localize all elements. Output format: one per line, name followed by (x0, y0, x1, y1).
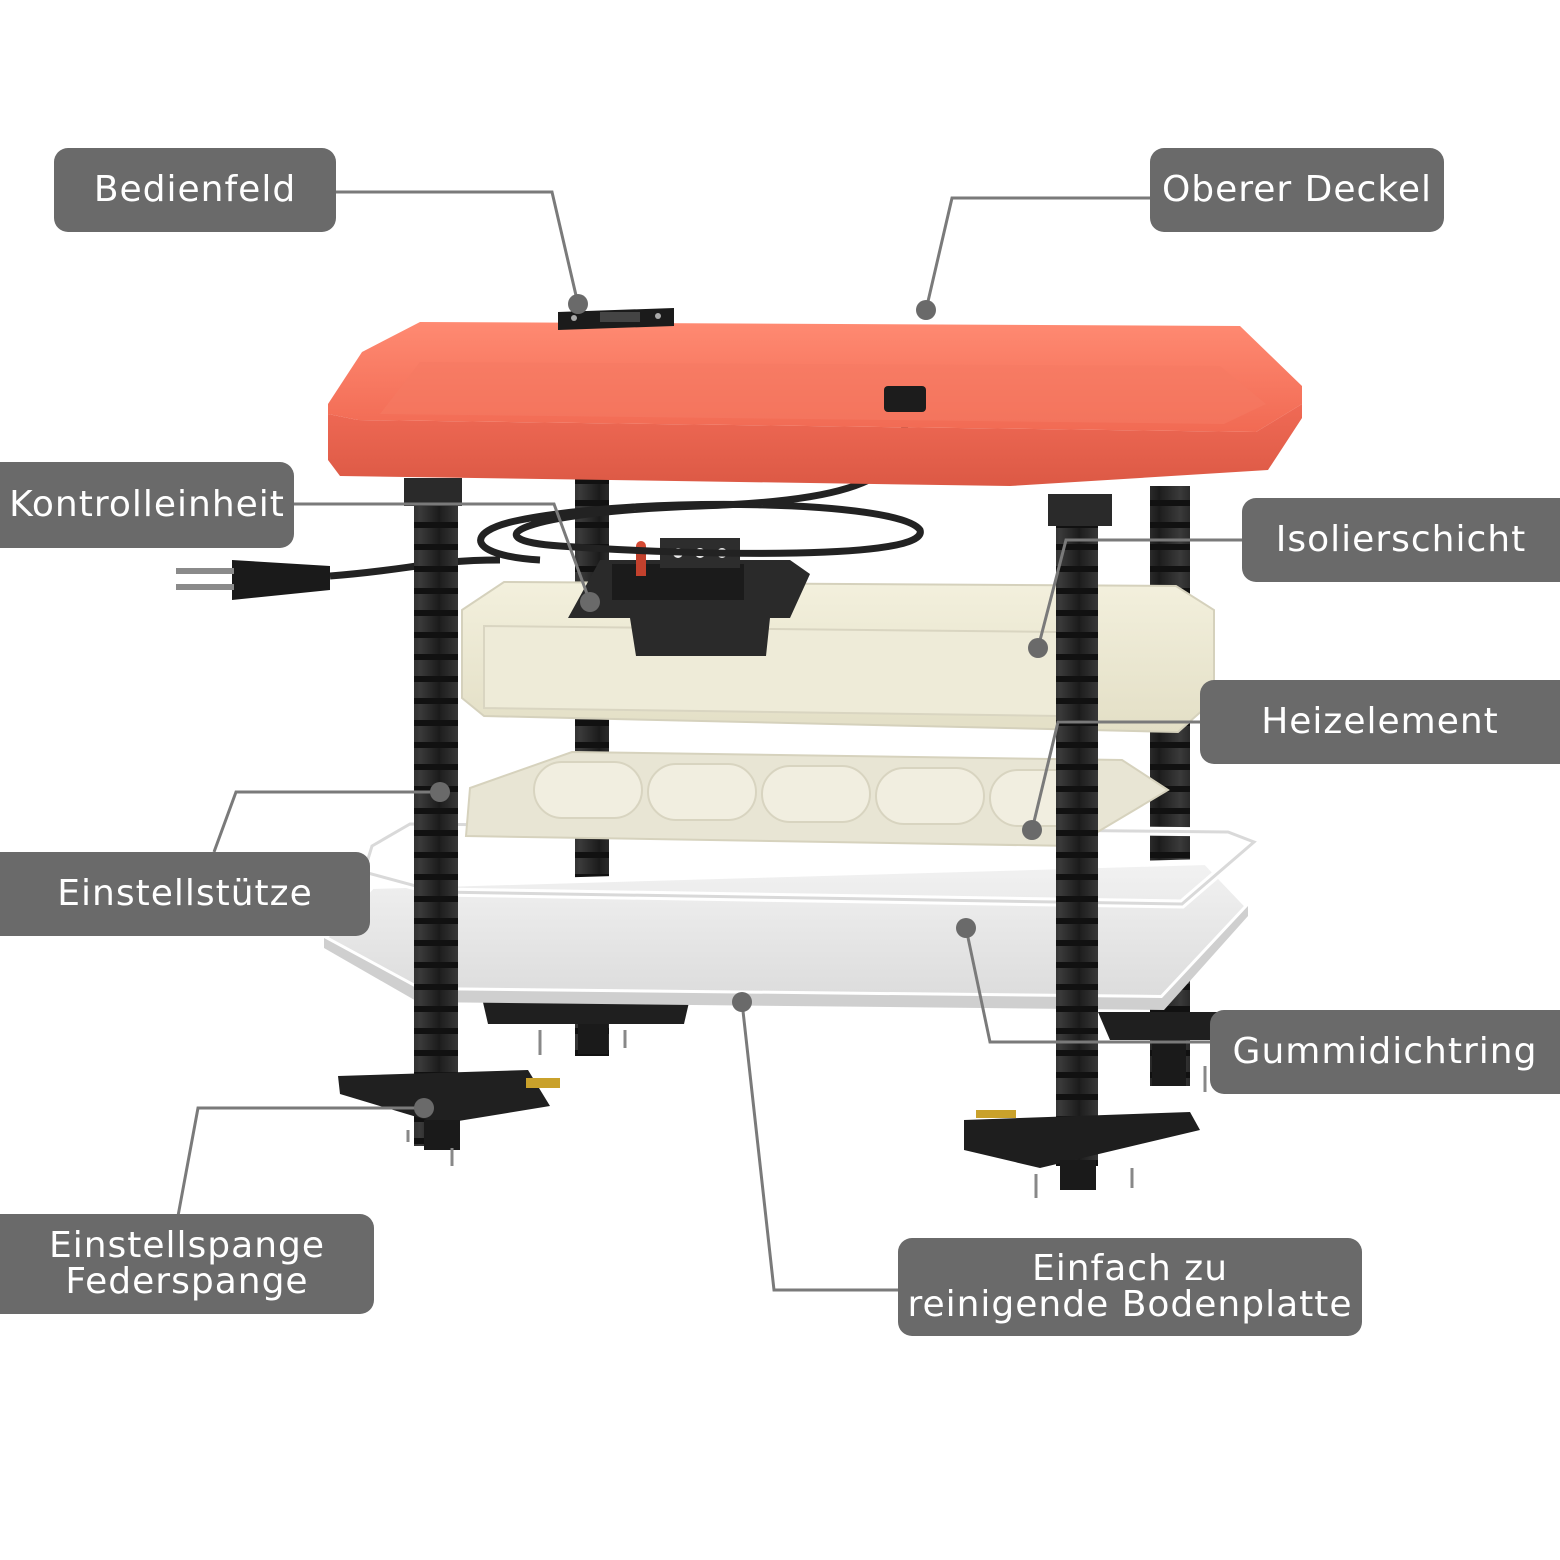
label-kontrolleinheit-text: Kontrolleinheit (9, 484, 285, 525)
leader-gummidichtring (964, 927, 1210, 1044)
label-bedienfeld: Bedienfeld (54, 148, 336, 232)
leader-bodenplatte (740, 1001, 898, 1292)
label-bodenplatte-line1: Einfach zu (1031, 1248, 1229, 1289)
leader-kontrolleinheit (292, 502, 592, 603)
dot-einstellspange (414, 1098, 434, 1118)
dot-einstellstuetze (430, 782, 450, 802)
dot-oberer-deckel (916, 300, 936, 320)
label-einstellstuetze-text: Einstellstütze (57, 873, 313, 914)
label-einstellspange-line1: Einstellspange (48, 1225, 326, 1266)
leader-bedienfeld (334, 190, 580, 305)
label-gummidichtring-text: Gummidichtring (1232, 1031, 1538, 1072)
front-right-post (1048, 494, 1112, 1166)
leader-isolierschicht (1036, 538, 1244, 649)
label-einstellstuetze: Einstellstütze (0, 852, 370, 936)
label-isolierschicht: Isolierschicht (1242, 498, 1560, 582)
dot-bodenplatte (732, 992, 752, 1012)
dot-gummidichtring (956, 918, 976, 938)
dot-bedienfeld (568, 294, 588, 314)
heater-element (464, 750, 1170, 848)
leader-oberer-deckel (924, 196, 1150, 311)
front-left-post (404, 478, 462, 1146)
label-heizelement-text: Heizelement (1261, 701, 1499, 742)
label-gummidichtring: Gummidichtring (1210, 1010, 1560, 1094)
label-einstellspange: Einstellspange Federspange (0, 1214, 374, 1314)
label-oberer-deckel: Oberer Deckel (1150, 148, 1444, 232)
front-right-foot (964, 1110, 1200, 1198)
front-left-foot (338, 1070, 560, 1166)
top-lid (328, 322, 1302, 486)
power-cable (176, 397, 924, 600)
dot-kontrolleinheit (580, 592, 600, 612)
back-left-foot (482, 998, 690, 1055)
leader-einstellstuetze (212, 790, 440, 853)
dot-isolierschicht (1028, 638, 1048, 658)
dot-heizelement (1022, 820, 1042, 840)
back-right-foot (1098, 1012, 1228, 1092)
control-panel (558, 308, 674, 330)
label-heizelement: Heizelement (1200, 680, 1560, 764)
label-oberer-deckel-text: Oberer Deckel (1161, 169, 1433, 210)
label-isolierschicht-text: Isolierschicht (1275, 519, 1527, 560)
base-plate (319, 858, 1253, 1010)
label-kontrolleinheit: Kontrolleinheit (0, 462, 294, 548)
insulation-layer (461, 580, 1215, 734)
label-bedienfeld-text: Bedienfeld (93, 169, 297, 210)
leader-einstellspange (176, 1106, 424, 1217)
leader-heizelement (1030, 720, 1200, 831)
label-bodenplatte: Einfach zu reinigende Bodenplatte (898, 1238, 1362, 1336)
label-bodenplatte-line2: reinigende Bodenplatte (907, 1284, 1353, 1325)
label-einstellspange-line2: Federspange (65, 1261, 309, 1302)
